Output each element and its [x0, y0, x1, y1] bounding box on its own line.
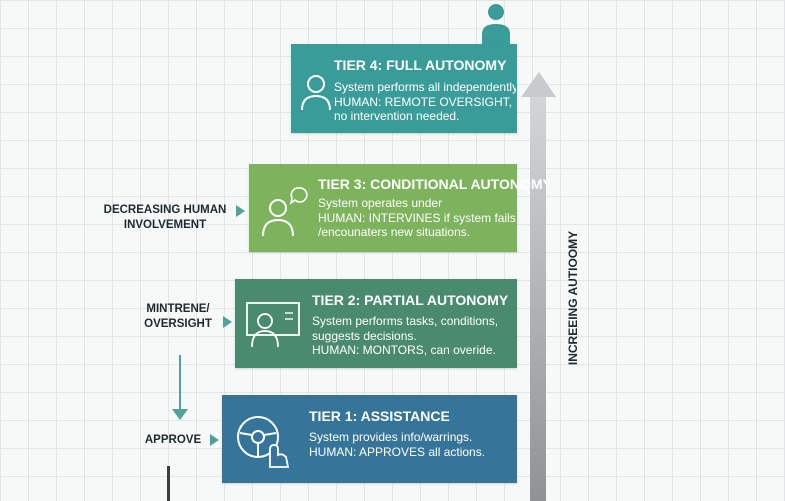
tier-1-title: TIER 1: ASSISTANCE: [309, 408, 450, 424]
increasing-autonomy-arrow: [521, 72, 556, 501]
monitor-pointer-icon: [223, 316, 232, 328]
person-icon: [301, 75, 331, 111]
steering-wheel-hand-icon: [237, 416, 290, 468]
decreasing-involvement-label: DECREASING HUMAN INVOLVEMENT: [103, 204, 227, 231]
bottom-marker-line: [167, 466, 170, 501]
person-monitor-icon: [246, 302, 300, 348]
tier-1-card: TIER 1: ASSISTANCE System provides info/…: [222, 395, 517, 483]
tier-3-title: TIER 3: CONDITIONAL AUTONOMY: [318, 176, 552, 192]
tier-2-card: TIER 2: PARTIAL AUTONOMY System performs…: [235, 279, 517, 368]
person-speech-icon: [262, 187, 308, 237]
approve-pointer-icon: [210, 434, 219, 446]
decreasing-pointer-icon: [236, 205, 245, 217]
approve-label: APPROVE: [144, 434, 202, 446]
monitor-oversight-label: MINTRENE/ OVERSIGHT: [144, 303, 212, 330]
person-top-icon: [482, 4, 510, 44]
tier-2-description: System performs tasks, conditions, sugge…: [312, 314, 499, 357]
tier-4-title: TIER 4: FULL AUTONOMY: [334, 57, 507, 73]
tier-4-card: TIER 4: FULL AUTONOMY System performs al…: [291, 44, 517, 133]
increasing-autonomy-label: INCREEING AUTIOOMY: [566, 230, 580, 366]
tier-2-title: TIER 2: PARTIAL AUTONOMY: [312, 292, 509, 308]
down-arrow-icon: [172, 355, 188, 420]
tier-3-description: System operates under HUMAN: INTERVINES …: [318, 196, 516, 239]
tier-1-description: System provides info/warrings. HUMAN: AP…: [309, 430, 486, 459]
tier-3-card: TIER 3: CONDITIONAL AUTONOMY System oper…: [249, 164, 552, 252]
tier-4-description: System performs all independently. HUMAN…: [334, 80, 516, 123]
